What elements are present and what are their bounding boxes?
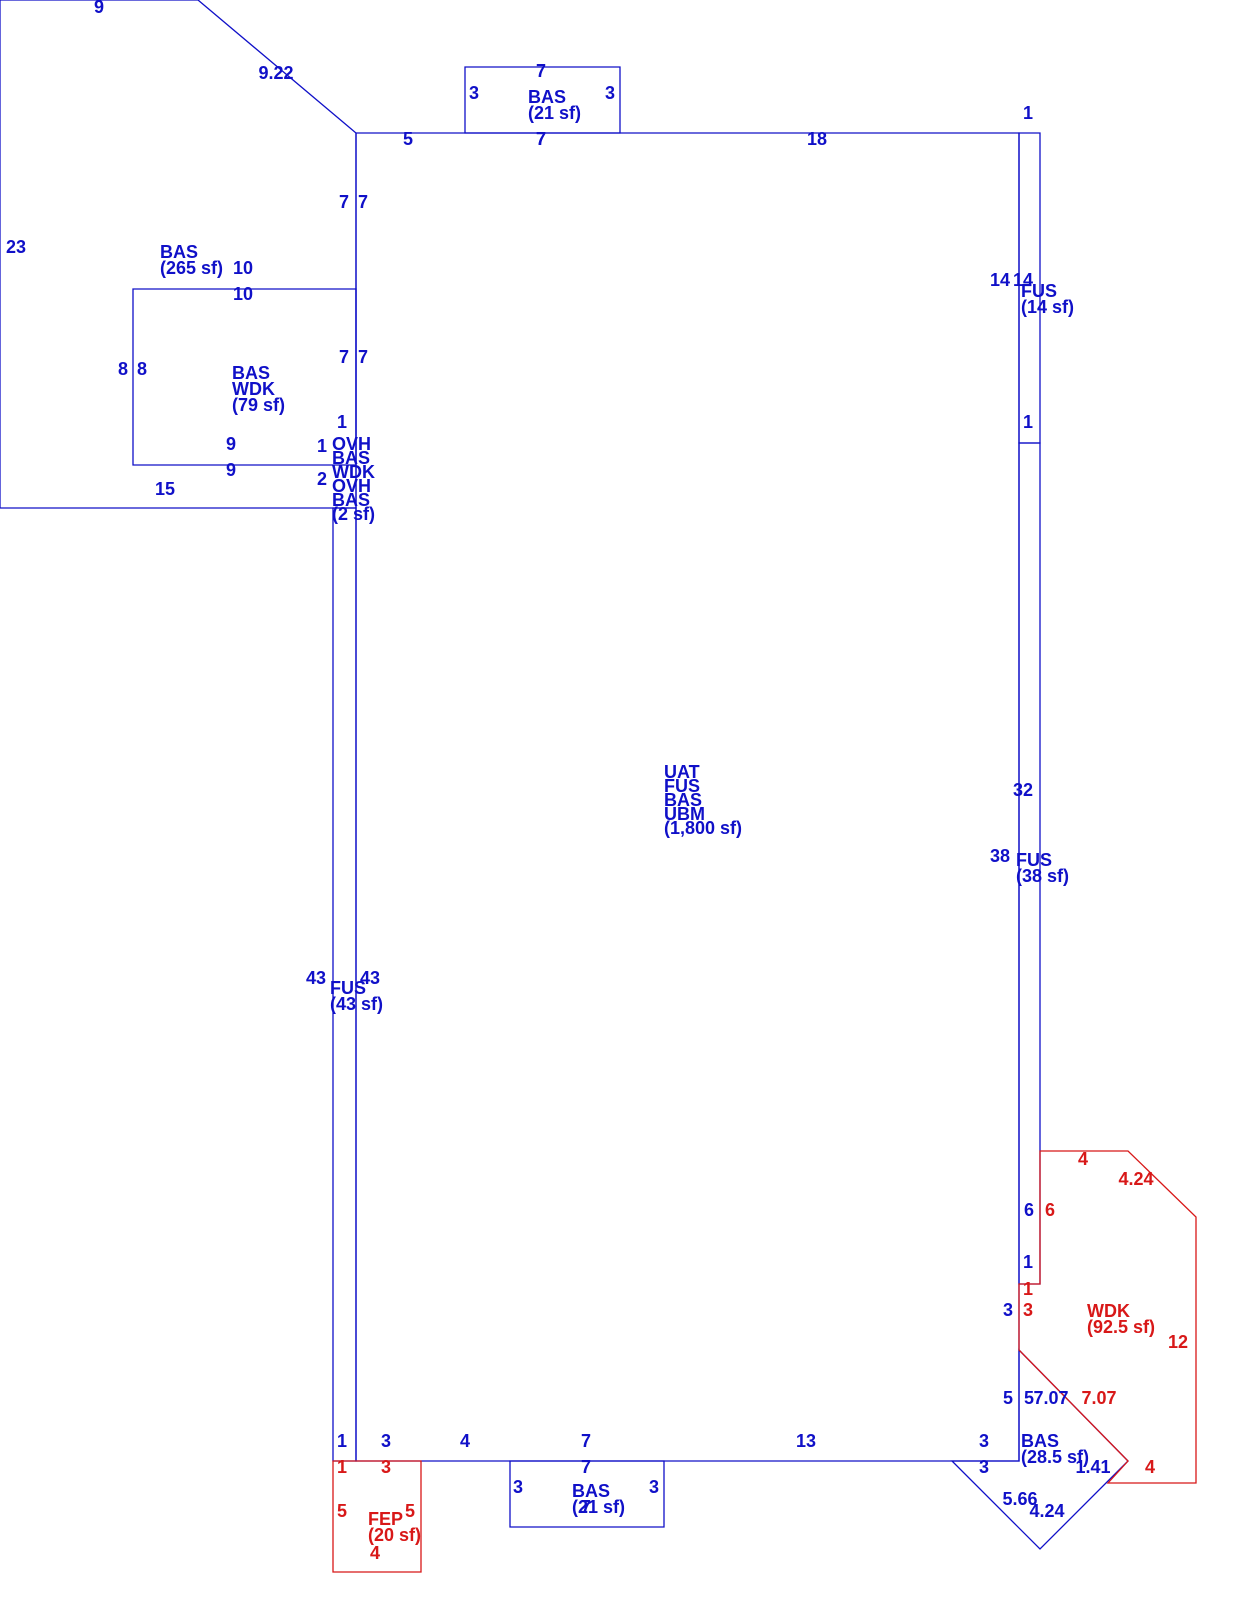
dimension-label: 4.24	[1029, 1501, 1064, 1521]
dimension-label: 1	[337, 412, 347, 432]
dimension-label: 5.66	[1002, 1489, 1037, 1509]
dimension-label: 3	[1003, 1300, 1013, 1320]
dimension-label: 38	[990, 846, 1010, 866]
dimension-label: 14	[1013, 270, 1033, 290]
dimension-label: 3	[979, 1457, 989, 1477]
dimension-label: 7	[536, 129, 546, 149]
dimension-label: 3	[381, 1431, 391, 1451]
dimension-label: 1.41	[1075, 1457, 1110, 1477]
dimension-label: 4	[460, 1431, 470, 1451]
dimension-label: 18	[807, 129, 827, 149]
dimension-label: 7	[581, 1457, 591, 1477]
dimension-label: 1	[317, 436, 327, 456]
dimension-label: 7	[358, 192, 368, 212]
dimension-label: 3	[381, 1457, 391, 1477]
area-label: FUS(43 sf)	[330, 978, 383, 1014]
bas-21-bottom-outline	[509, 1460, 665, 1528]
area-label: BAS(28.5 sf)	[1021, 1431, 1089, 1467]
dimension-label: 7.07	[1033, 1388, 1068, 1408]
dimension-label: 5	[337, 1501, 347, 1521]
dimension-label: 1	[1023, 103, 1033, 123]
dimension-label: 3	[649, 1477, 659, 1497]
dimension-label: 9	[226, 434, 236, 454]
dimension-label: 3	[1023, 1300, 1033, 1320]
dimension-label: 10	[233, 258, 253, 278]
dimension-label: 7.07	[1081, 1388, 1116, 1408]
dimension-label: 23	[6, 237, 26, 257]
dimension-label: 4	[370, 1543, 380, 1563]
dimension-label: 43	[306, 968, 326, 988]
area-label: BAS(21 sf)	[572, 1481, 625, 1517]
area-label: WDK(92.5 sf)	[1087, 1301, 1155, 1337]
area-label: FUS(14 sf)	[1021, 281, 1074, 317]
dimension-label: 8	[137, 359, 147, 379]
dimension-label: 4	[1145, 1457, 1155, 1477]
dimension-label: 1	[337, 1431, 347, 1451]
dimension-label: 10	[233, 284, 253, 304]
dimension-label: 2	[317, 469, 327, 489]
area-label: FEP(20 sf)	[368, 1509, 421, 1545]
dimension-label: 7	[581, 1431, 591, 1451]
dimension-label: 3	[605, 83, 615, 103]
dimension-label: 14	[990, 270, 1010, 290]
dimension-label: 9	[226, 460, 236, 480]
dimension-label: 3	[979, 1431, 989, 1451]
dimension-label: 43	[360, 968, 380, 988]
dimension-label: 7	[358, 347, 368, 367]
fep-20-outline	[332, 1460, 422, 1573]
dimension-label: 12	[1168, 1332, 1188, 1352]
dimension-label: 7	[339, 347, 349, 367]
dimension-label: 9.22	[258, 63, 293, 83]
dimension-label: 6	[1045, 1200, 1055, 1220]
dimension-label: 4.24	[1118, 1169, 1153, 1189]
dimension-label: 32	[1013, 780, 1033, 800]
dimension-label: 1	[1023, 1279, 1033, 1299]
dimension-label: 1	[337, 1457, 347, 1477]
area-label: FUS(38 sf)	[1016, 850, 1069, 886]
dimension-label: 15	[155, 479, 175, 499]
dimension-label: 5	[403, 129, 413, 149]
dimension-label: 8	[118, 359, 128, 379]
dimension-label: 3	[513, 1477, 523, 1497]
dimension-label: 6	[1024, 1200, 1034, 1220]
dimension-label: 13	[796, 1431, 816, 1451]
dimension-label: 5	[1024, 1388, 1034, 1408]
dimension-label: 1	[1023, 412, 1033, 432]
dimension-label: 7	[536, 61, 546, 81]
dimension-label: 4	[1078, 1149, 1088, 1169]
dimension-label: 7	[339, 192, 349, 212]
area-label: BAS(21 sf)	[528, 87, 581, 123]
dimension-label: 5	[1003, 1388, 1013, 1408]
dimension-label: 7	[581, 1497, 591, 1517]
dimension-label: 5	[405, 1501, 415, 1521]
area-label: BAS(265 sf)	[160, 242, 223, 278]
dimension-label: 3	[469, 83, 479, 103]
dimension-label: 1	[1023, 1252, 1033, 1272]
dimension-label: 9	[94, 0, 104, 17]
dimension-label: 7	[536, 129, 546, 149]
wdk-92-outline	[1018, 1150, 1197, 1484]
sketch-shapes	[0, 0, 1197, 1573]
